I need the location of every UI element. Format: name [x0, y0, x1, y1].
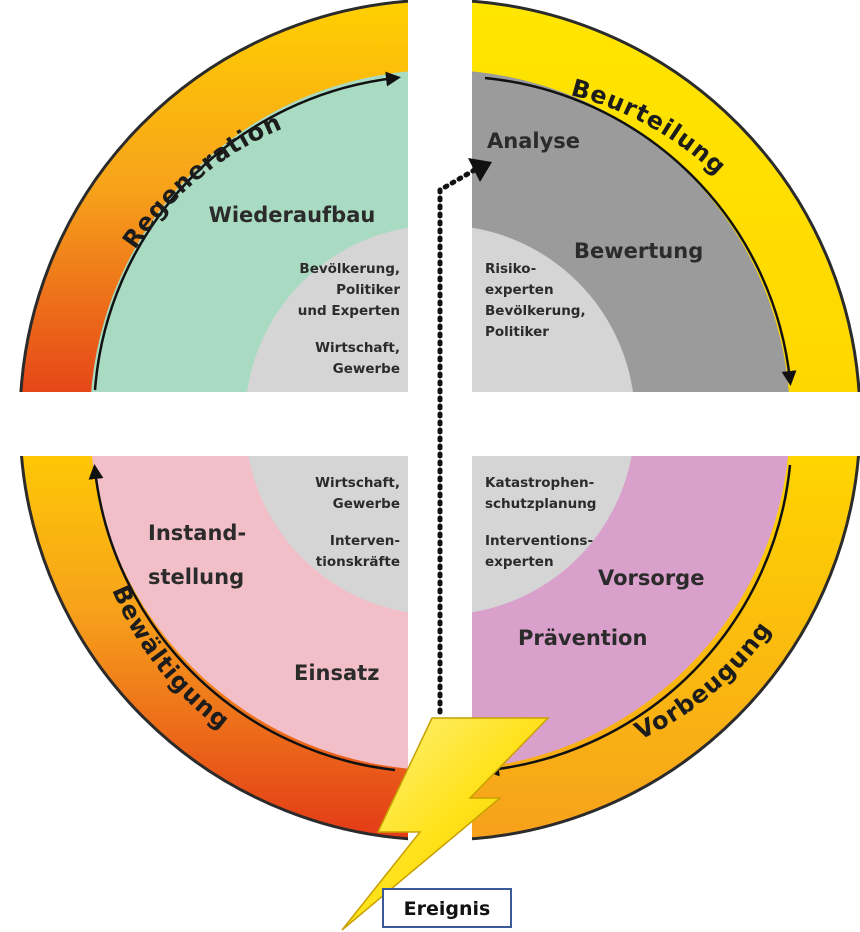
actors-bottom-right-1: Katastrophen- schutzplanung [485, 475, 596, 512]
actor-text: Wirtschaft, [315, 475, 400, 491]
actor-text: experten [485, 282, 554, 298]
actor-text: Interventions- [485, 533, 593, 549]
actors-top-right: Risiko- experten Bevölkerung, Politiker [485, 261, 586, 340]
arrow-bewaeltigung [88, 464, 396, 772]
actor-text: tionskräfte [316, 554, 400, 570]
actors-top-left-1: Bevölkerung, Politiker und Experten [298, 261, 401, 319]
actor-text: Katastrophen- [485, 475, 594, 491]
arrow-beurteilung [484, 76, 797, 386]
actor-text: Interven- [330, 533, 400, 549]
actor-text: experten [485, 554, 554, 570]
phase-einsatz: Einsatz [294, 661, 379, 685]
event-label-box: Ereignis [382, 888, 512, 928]
actors-bottom-left-1: Wirtschaft, Gewerbe [315, 475, 400, 512]
cycle-arrows [88, 71, 797, 777]
horizontal-divider [0, 392, 860, 456]
arrow-vorbeugung [484, 464, 792, 777]
event-label: Ereignis [404, 898, 491, 920]
actor-text: Wirtschaft, [315, 340, 400, 356]
actor-text: Bevölkerung, [299, 261, 400, 277]
actor-text: Politiker [485, 324, 549, 340]
phase-praevention: Prävention [518, 626, 647, 650]
lightning-icon [341, 717, 550, 931]
actor-text: und Experten [298, 303, 400, 319]
actors-bottom-right-2: Interventions- experten [485, 533, 593, 570]
actor-text: Bevölkerung, [485, 303, 586, 319]
phase-bewertung: Bewertung [574, 239, 703, 263]
actor-text: Gewerbe [333, 496, 400, 512]
actors-bottom-left-2: Interven- tionskräfte [316, 533, 400, 570]
actors-top-left-2: Wirtschaft, Gewerbe [315, 340, 400, 377]
dotted-arrow [437, 158, 492, 715]
arrow-regeneration [93, 71, 401, 391]
phase-instandstellung-1: Instand- [148, 521, 246, 545]
phase-instandstellung-2: stellung [148, 565, 244, 589]
actor-text: schutzplanung [485, 496, 596, 512]
actor-text: Politiker [336, 282, 400, 298]
actor-text: Gewerbe [333, 361, 400, 377]
phase-vorsorge: Vorsorge [598, 566, 704, 590]
phase-wiederaufbau: Wiederaufbau [209, 203, 376, 227]
phase-analyse: Analyse [487, 129, 580, 153]
actor-text: Risiko- [485, 261, 536, 277]
